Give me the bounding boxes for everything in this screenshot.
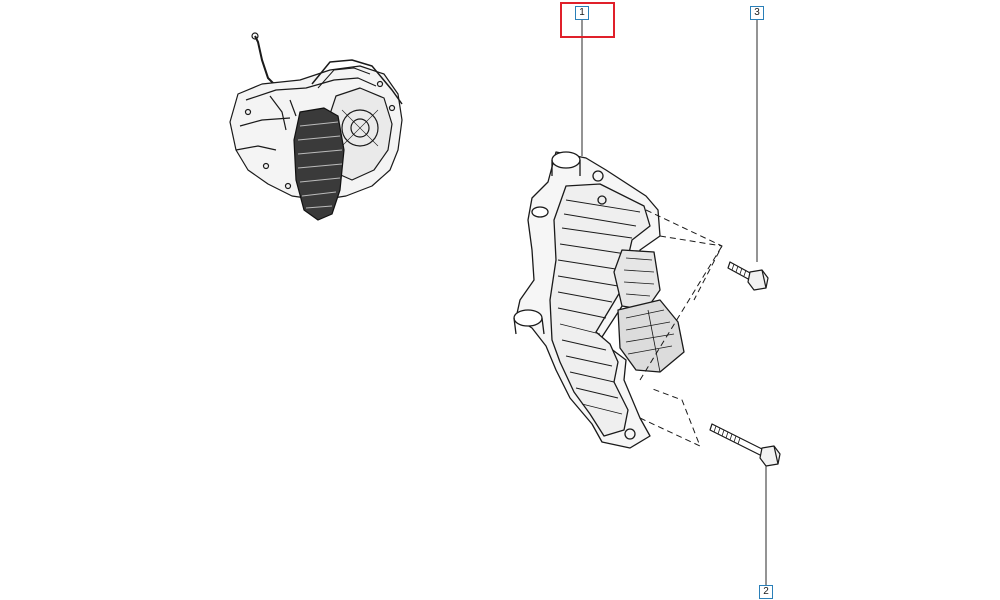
callout-part-2[interactable]: 2 <box>759 585 773 599</box>
callout-part-3[interactable]: 3 <box>750 6 764 20</box>
leader-lines <box>581 20 767 586</box>
callout-part-1[interactable]: 1 <box>575 6 589 20</box>
short-bolt-icon[interactable] <box>727 261 769 291</box>
gearbox-control-unit-icon[interactable] <box>513 151 723 449</box>
selected-part-highlight <box>560 2 615 38</box>
transmission-assembly-icon[interactable] <box>229 32 403 221</box>
long-bolt-icon[interactable] <box>709 423 781 467</box>
